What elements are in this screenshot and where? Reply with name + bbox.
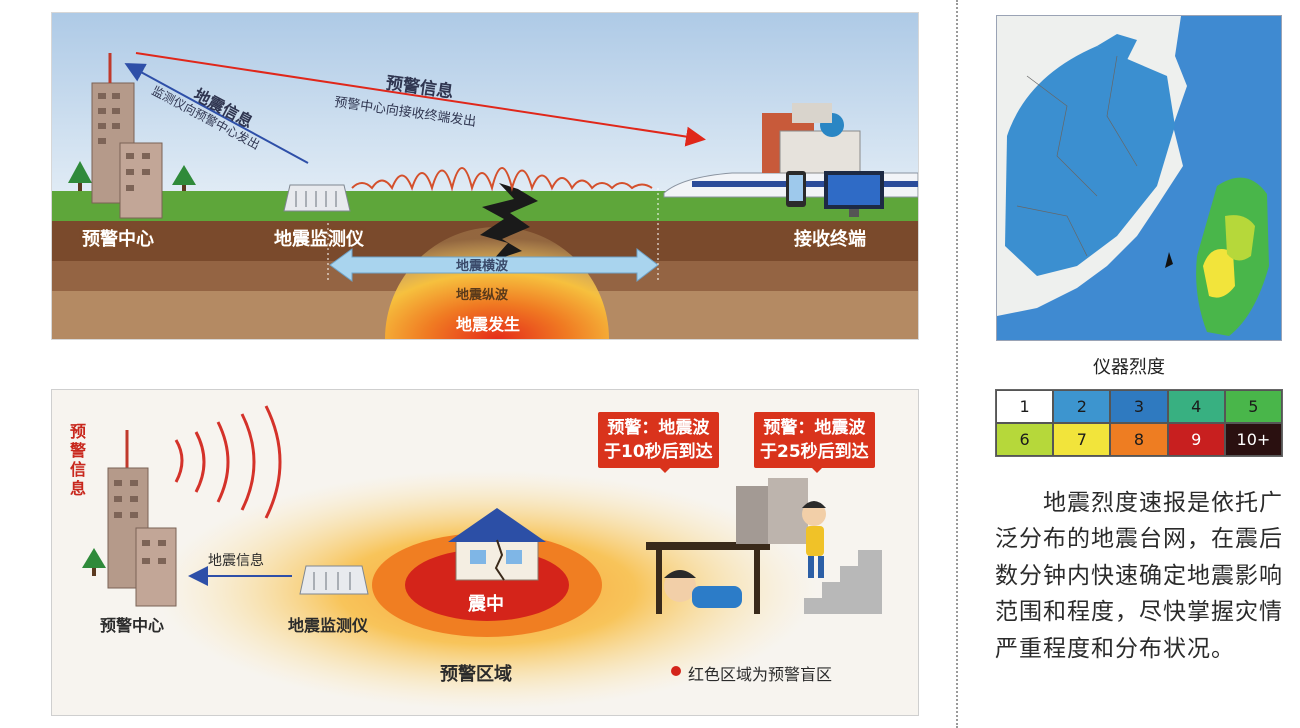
quake-occurs-label: 地震发生: [456, 315, 521, 334]
tree-icon: [82, 548, 106, 576]
seismometer-icon: [283, 184, 351, 212]
warning-25s-line1: 预警：地震波: [763, 418, 866, 438]
warning-25s-line2: 于25秒后到达: [760, 442, 869, 462]
quake-info-label: 地震信息: [208, 553, 264, 569]
warning-center-label: 预警中心: [82, 229, 154, 250]
warning-10s-line1: 预警：地震波: [607, 418, 710, 438]
quake-info-arrow: [124, 63, 309, 164]
warning-zone-label: 预警区域: [440, 664, 512, 685]
tree-icon: [172, 165, 196, 191]
scale-cell: 7: [1053, 423, 1111, 456]
scale-cell: 5: [1224, 390, 1282, 423]
damaged-buildings-icon: [736, 478, 808, 544]
bottom-diagram-art: [82, 405, 882, 710]
vertical-warning-text: 预警信息: [70, 422, 87, 498]
scale-cell: 9: [1167, 423, 1225, 456]
scale-cell: 2: [1053, 390, 1111, 423]
quake-origin: [385, 227, 609, 339]
epicenter-label: 震中: [468, 594, 504, 615]
intensity-map-art: [997, 16, 1281, 340]
warning-25s-box: 预警：地震波 于25秒后到达: [754, 412, 875, 473]
top-diagram: 预警中心 地震监测仪 接收终端 预警信息 预警中心向接收终端发出 地震信息 监测…: [51, 12, 919, 340]
legend-text: 红色区域为预警盲区: [688, 665, 833, 684]
scale-cell: 8: [1110, 423, 1168, 456]
bottom-diagram: 预警信息 地震信息 预警中心 地震监测仪 震中 预警区域 预警：地震波 于10秒…: [51, 389, 919, 716]
scale-cell: 6: [996, 423, 1054, 456]
seismometer-icon: [299, 565, 369, 595]
seismometer-label: 地震监测仪: [274, 229, 364, 250]
scale-cell: 1: [996, 390, 1054, 423]
epicenter-marker-icon: [1165, 252, 1173, 268]
warning-10s-box: 预警：地震波 于10秒后到达: [598, 412, 719, 473]
fault-crack: [480, 183, 538, 261]
tree-icon: [68, 161, 92, 191]
column-divider: [956, 0, 958, 728]
receiver-terminals-icon: [663, 103, 918, 217]
receiver-label: 接收终端: [794, 229, 866, 250]
wave-p-label: 地震横波: [456, 259, 509, 274]
intensity-zone-2: [1005, 46, 1175, 276]
person-on-stairs-icon: [802, 501, 882, 614]
warning-center-building-icon: [107, 430, 177, 607]
broadcast-signal-icon: [174, 405, 282, 519]
intensity-scale-title: 仪器烈度: [1093, 357, 1165, 378]
description-paragraph: 地震烈度速报是依托广泛分布的地震台网，在震后数分钟内快速确定地震影响范围和程度，…: [995, 490, 1283, 662]
person-under-table-icon: [646, 542, 770, 614]
intensity-map: [996, 15, 1282, 341]
warning-center-label: 预警中心: [100, 616, 165, 635]
scale-cell: 3: [1110, 390, 1168, 423]
seismometer-label: 地震监测仪: [288, 616, 369, 635]
warning-info-arrow: [135, 52, 706, 147]
warning-10s-line2: 于10秒后到达: [604, 442, 713, 462]
intensity-scale: 1 2 3 4 5 6 7 8 9 10+: [995, 389, 1283, 457]
warning-center-building-icon: [91, 53, 163, 219]
house-icon: [448, 508, 546, 581]
legend-dot: [671, 666, 681, 676]
intensity-zone-7: [1203, 249, 1235, 298]
wave-s-label: 地震纵波: [456, 288, 509, 303]
top-diagram-art: [52, 13, 918, 339]
seismic-wave: [351, 167, 653, 192]
scale-cell: 10+: [1224, 423, 1282, 456]
intensity-zone-6: [1225, 215, 1255, 261]
scale-cell: 4: [1167, 390, 1225, 423]
